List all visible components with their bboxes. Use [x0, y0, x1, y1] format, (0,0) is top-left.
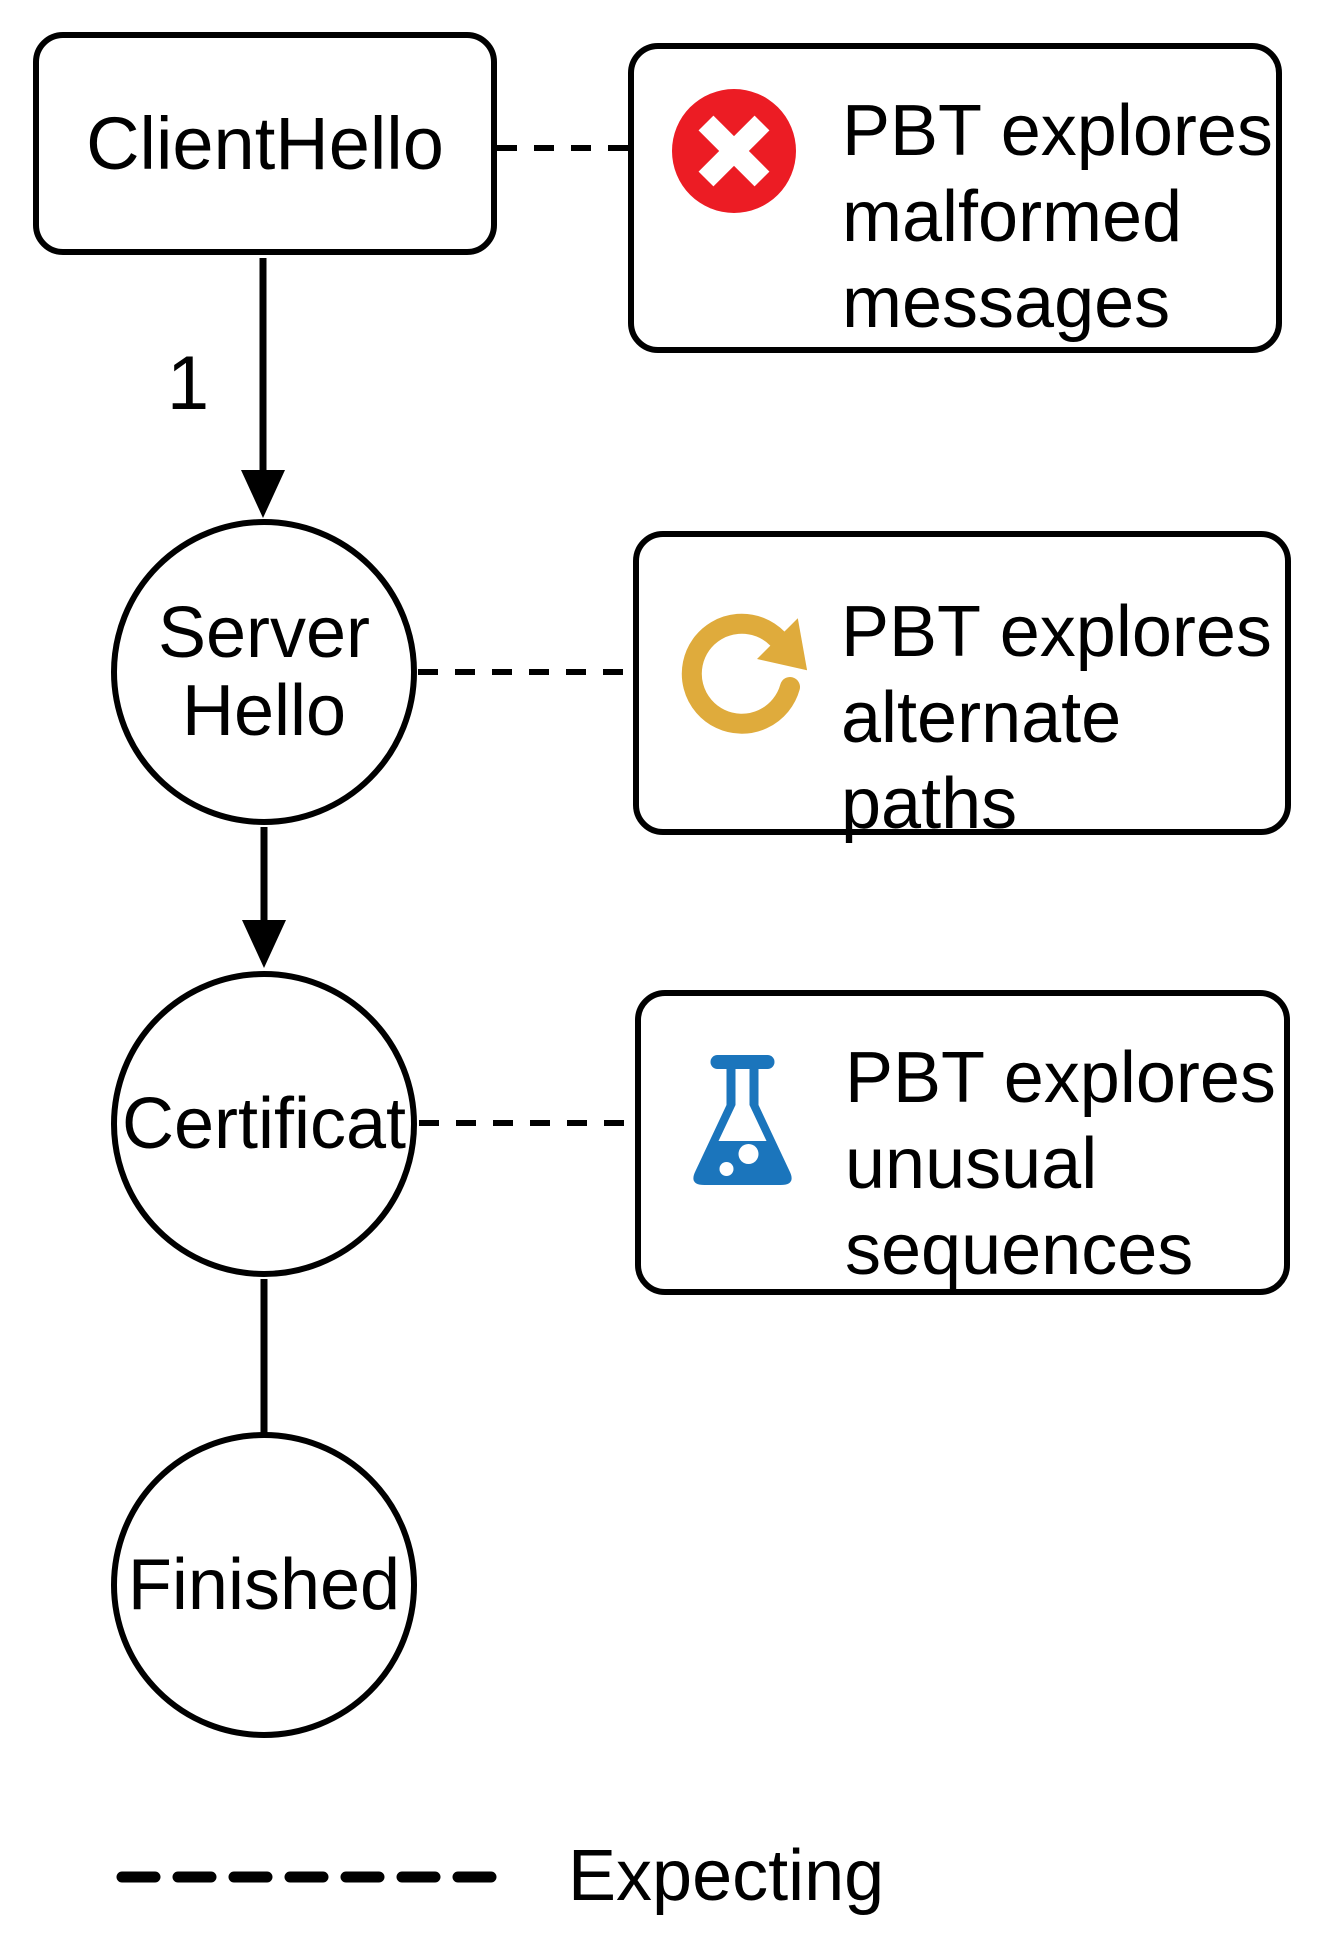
state-label-finished: Finished [127, 1544, 401, 1625]
state-label-serverhello-line1: Server [157, 592, 371, 673]
refresh-loop-icon [681, 613, 807, 734]
state-label-clienthello: ClientHello [86, 102, 444, 185]
transition-count-label: 1 [166, 341, 210, 426]
annotation-box-alternate: PBT explores alternate paths [633, 531, 1291, 844]
annotation-line: messages [842, 263, 1171, 343]
error-cross-circle-icon [672, 89, 796, 213]
state-label-certificate: Certificat [121, 1083, 407, 1164]
annotation-box-unusual: PBT explores unusual sequences [635, 990, 1290, 1295]
state-label-serverhello-line2: Hello [181, 671, 347, 751]
state-node-clienthello: ClientHello [33, 32, 497, 255]
legend-label: Expecting [568, 1836, 885, 1916]
state-node-serverhello: Server Hello [111, 519, 417, 825]
lab-flask-icon [693, 1055, 792, 1185]
annotation-text-unusual: PBT explores unusual sequences [845, 1035, 1276, 1293]
arrowhead-serverhello [241, 470, 285, 518]
annotation-line: sequences [845, 1210, 1194, 1290]
state-node-certificate: Certificat [111, 971, 417, 1277]
annotation-text-malformed: PBT explores malformed messages [842, 88, 1273, 346]
annotation-box-malformed: PBT explores malformed messages [628, 43, 1282, 353]
annotation-line: unusual [845, 1124, 1098, 1204]
annotation-line: alternate [841, 678, 1122, 758]
annotation-line: PBT explores [841, 592, 1272, 672]
annotation-line: paths [841, 764, 1018, 844]
annotation-text-alternate: PBT explores alternate paths [841, 589, 1272, 847]
arrowhead-certificate [242, 920, 286, 968]
state-node-finished: Finished [111, 1432, 417, 1738]
annotation-line: malformed [842, 177, 1183, 257]
annotation-line: PBT explores [842, 91, 1273, 171]
annotation-line: PBT explores [845, 1038, 1276, 1118]
